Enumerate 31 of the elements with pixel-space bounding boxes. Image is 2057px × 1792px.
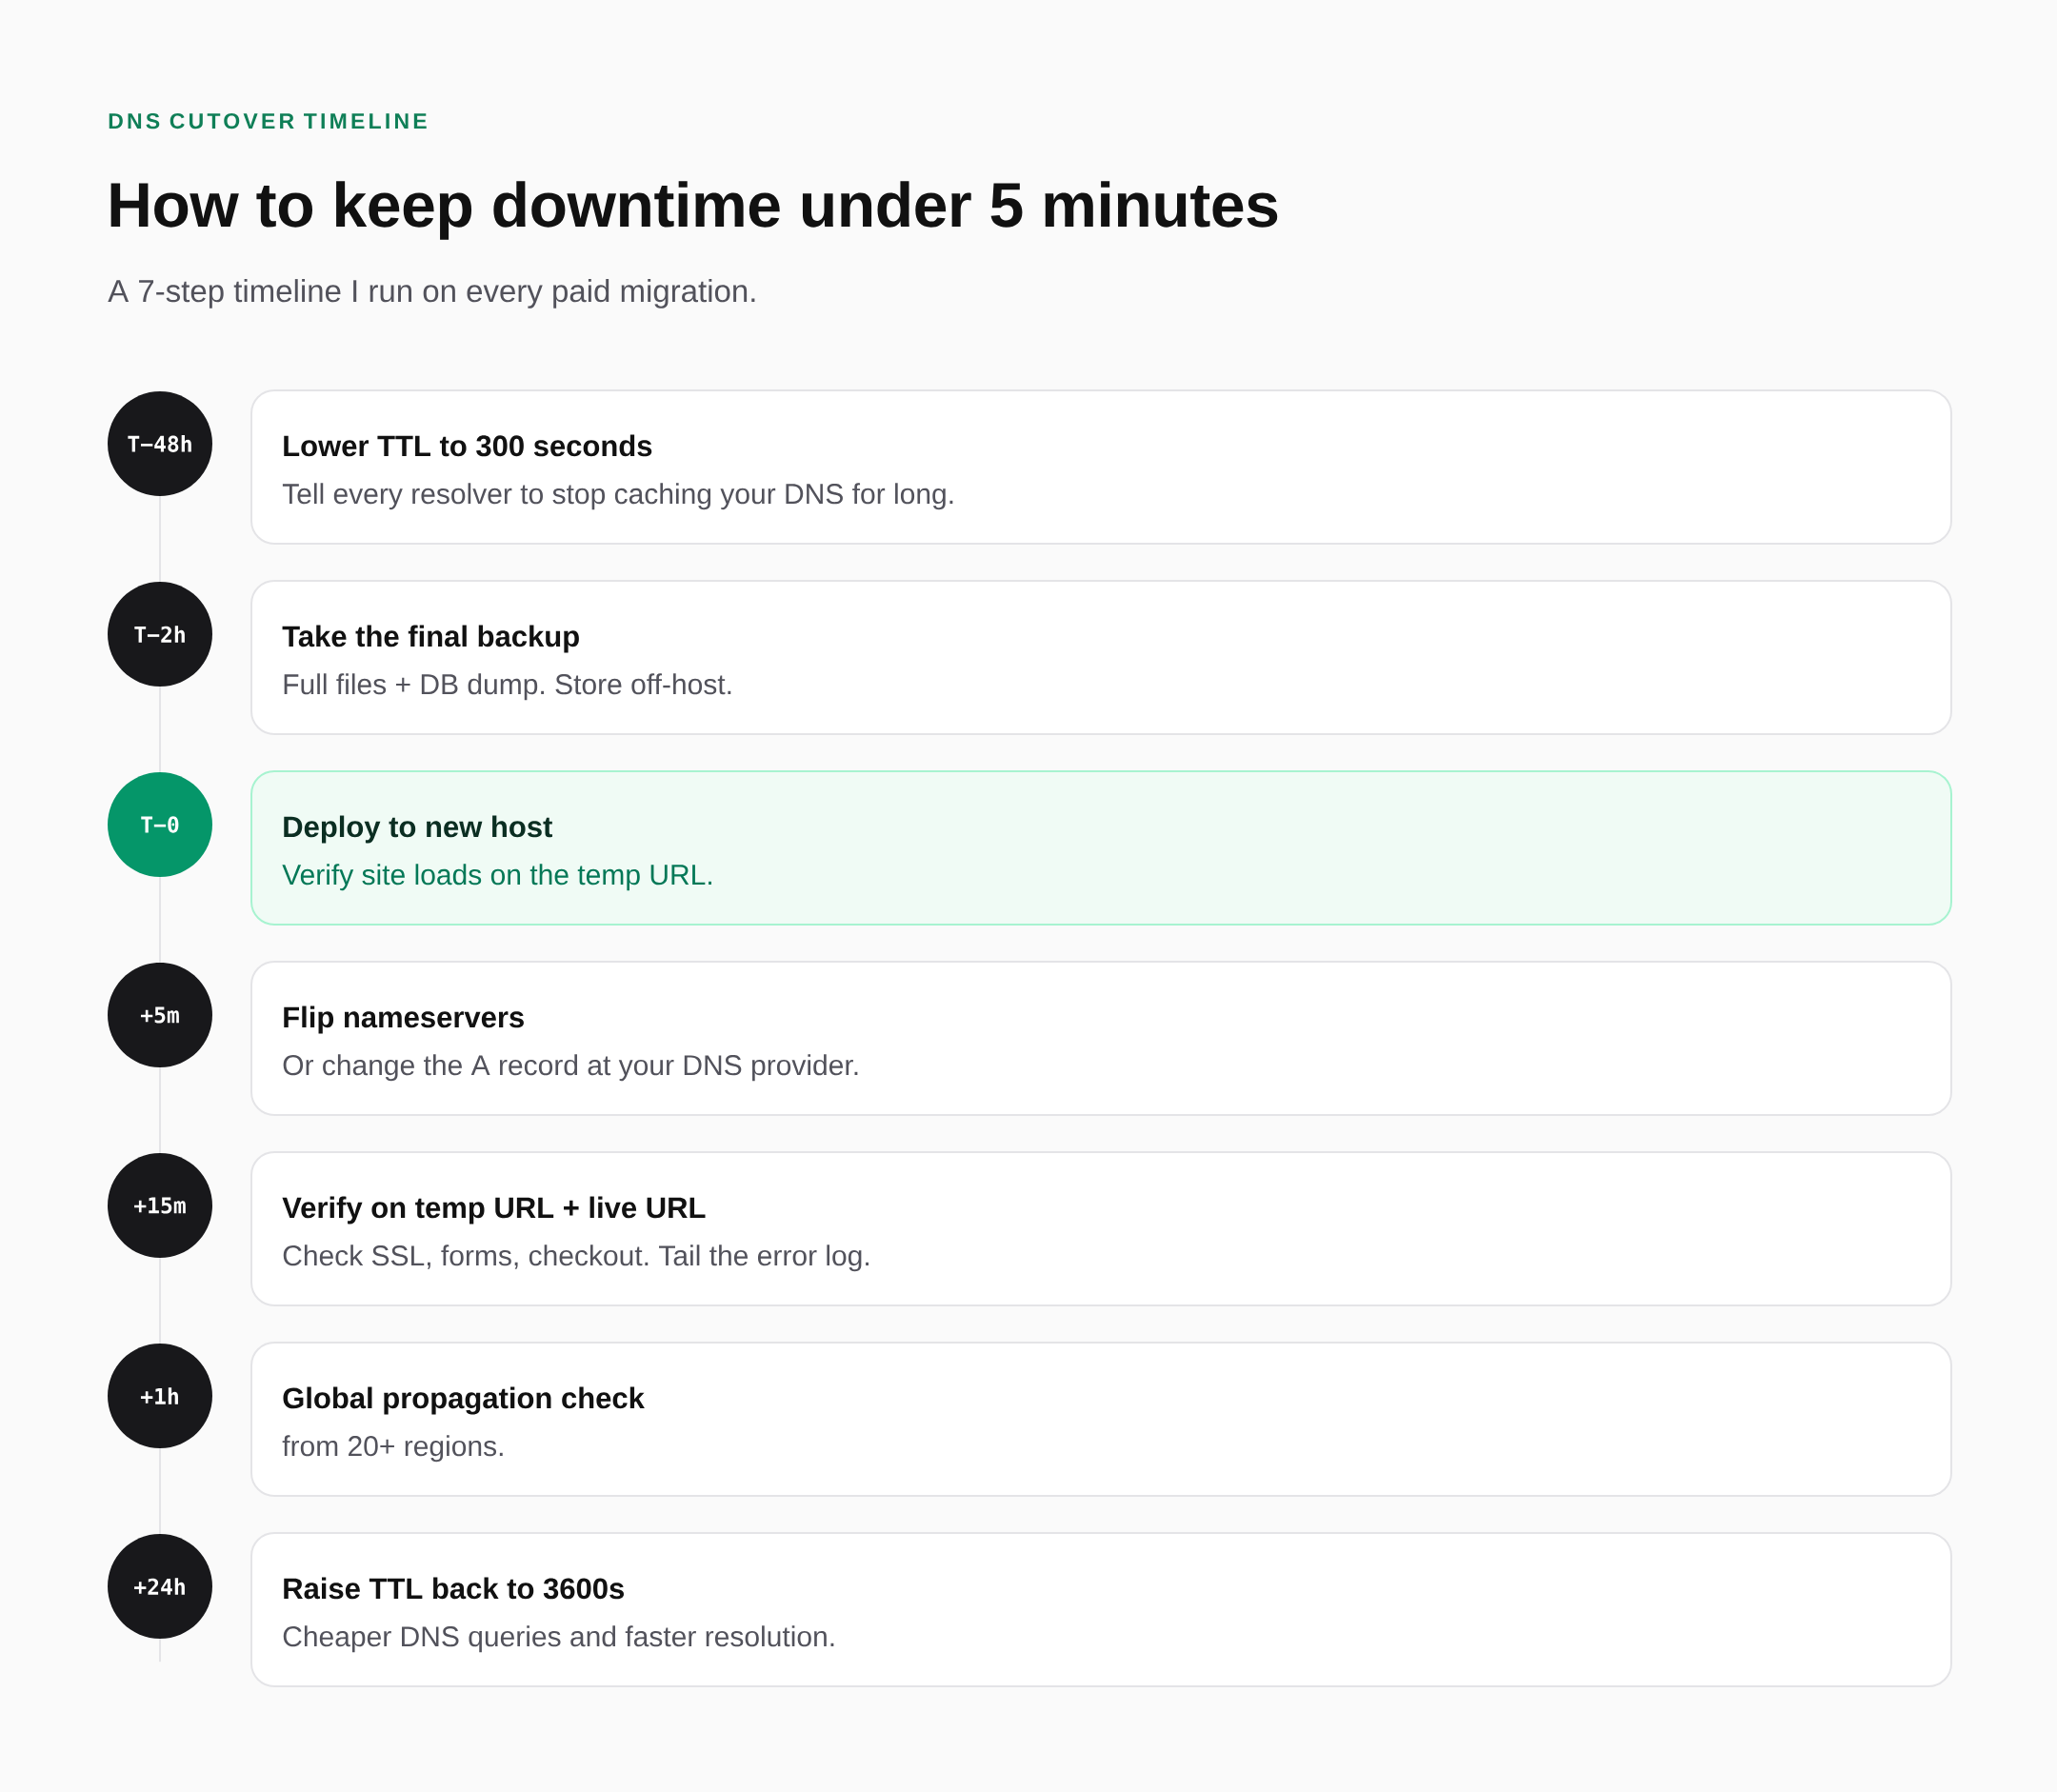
step-description: Check SSL, forms, checkout. Tail the error log. <box>283 1244 869 1272</box>
step-card <box>250 1532 1953 1687</box>
step-title: Raise TTL back to 3600s <box>284 1577 624 1600</box>
time-badge: +5m <box>108 963 212 1067</box>
step-description: Verify site loads on the temp URL. <box>282 864 711 891</box>
time-badge: +24h <box>108 1534 212 1639</box>
step-card <box>250 961 1953 1116</box>
step-description: Cheaper DNS queries and faster resolution. <box>283 1625 834 1653</box>
step-card <box>250 389 1953 545</box>
step-description: Full files + DB dump. Store off-host. <box>284 673 731 701</box>
time-badge: T−48h <box>108 391 212 496</box>
step-title: Flip nameservers <box>284 1006 524 1034</box>
step-card <box>250 580 1953 735</box>
step-title: Deploy to new host <box>284 815 552 844</box>
step-card <box>250 1151 1953 1306</box>
time-badge: +15m <box>108 1153 212 1258</box>
step-description: Tell every resolver to stop caching your DNS for long. <box>282 483 953 510</box>
time-badge: T−2h <box>108 582 212 687</box>
step-description: Or change the A record at your DNS provider. <box>283 1054 858 1082</box>
step-title: Lower TTL to 300 seconds <box>284 434 652 457</box>
step-description: from 20+ regions. <box>282 1435 503 1463</box>
step-title: Global propagation check <box>283 1386 645 1415</box>
time-badge: T−0 <box>108 772 212 877</box>
subtitle: A 7-step timeline I run on every paid migration. <box>108 279 755 309</box>
step-title: Verify on temp URL + live URL <box>282 1196 706 1225</box>
heading: How to keep downtime under 5 minutes <box>110 181 1278 240</box>
step-card <box>250 1342 1953 1497</box>
eyebrow-label: DNS CUTOVER TIMELINE <box>109 112 427 129</box>
step-card <box>250 770 1953 926</box>
time-badge: +1h <box>108 1344 212 1448</box>
step-title: Take the final backup <box>282 625 579 653</box>
